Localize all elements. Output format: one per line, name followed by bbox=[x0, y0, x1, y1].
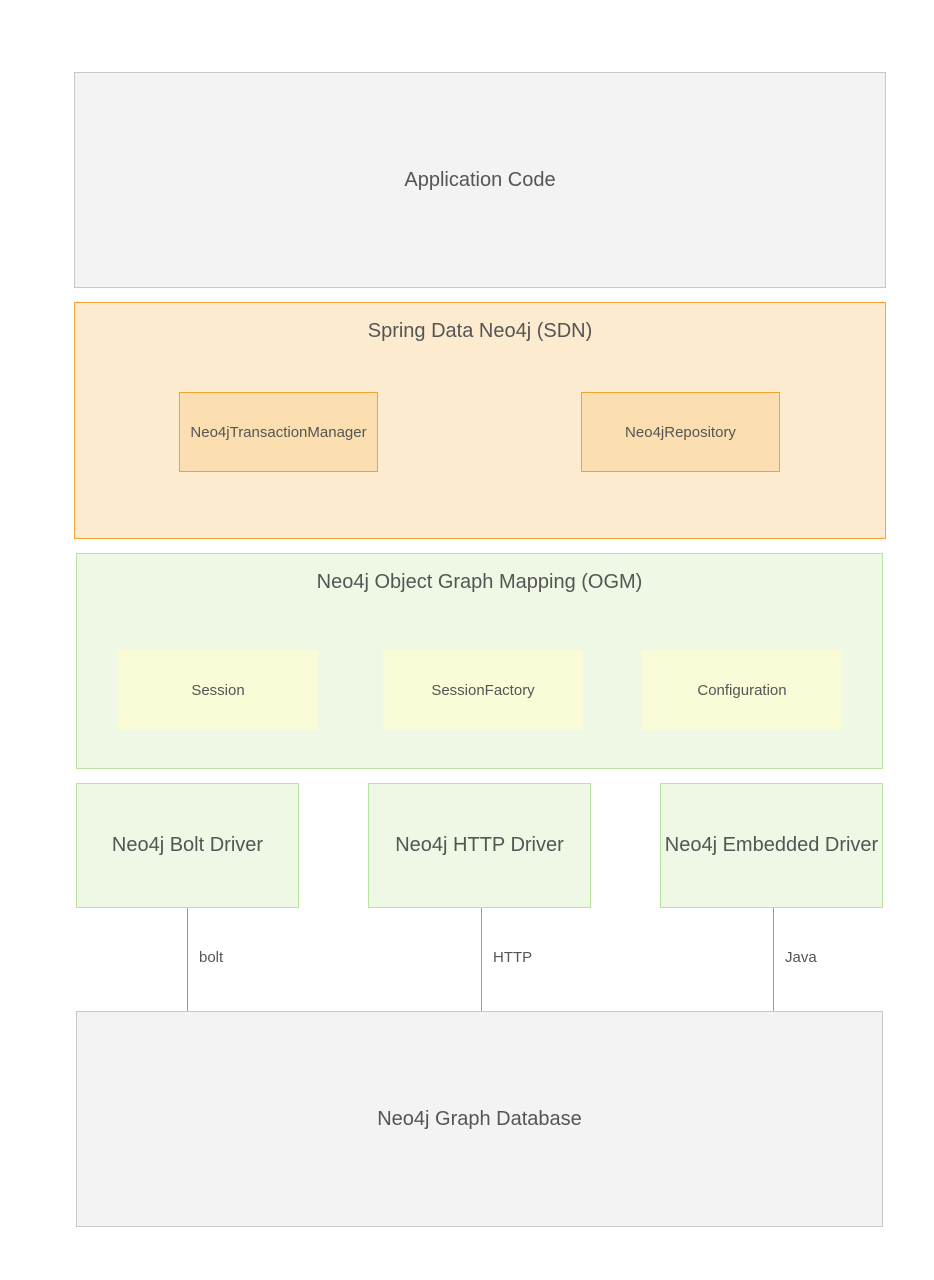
graph-database-layer: Neo4j Graph Database bbox=[76, 1011, 883, 1227]
http-connector-line bbox=[481, 908, 482, 1011]
neo4j-transaction-manager-box: Neo4jTransactionManager bbox=[179, 392, 378, 472]
neo4j-transaction-manager-label: Neo4jTransactionManager bbox=[190, 423, 367, 441]
http-driver-box: Neo4j HTTP Driver bbox=[368, 783, 591, 908]
embedded-driver-box: Neo4j Embedded Driver bbox=[660, 783, 883, 908]
http-driver-label: Neo4j HTTP Driver bbox=[395, 834, 564, 856]
java-connector-line bbox=[773, 908, 774, 1011]
http-protocol-label: HTTP bbox=[493, 949, 533, 966]
ogm-layer: Neo4j Object Graph Mapping (OGM) Session… bbox=[76, 553, 883, 769]
sdn-title: Spring Data Neo4j (SDN) bbox=[367, 320, 593, 342]
configuration-label: Configuration bbox=[697, 681, 787, 699]
session-factory-label: SessionFactory bbox=[431, 681, 535, 699]
neo4j-repository-box: Neo4jRepository bbox=[581, 392, 780, 472]
java-protocol-label: Java bbox=[785, 949, 817, 966]
session-factory-box: SessionFactory bbox=[383, 650, 583, 730]
ogm-title: Neo4j Object Graph Mapping (OGM) bbox=[316, 571, 643, 593]
graph-database-label: Neo4j Graph Database bbox=[377, 1107, 582, 1130]
configuration-box: Configuration bbox=[642, 650, 842, 730]
session-label: Session bbox=[191, 681, 245, 699]
bolt-driver-box: Neo4j Bolt Driver bbox=[76, 783, 299, 908]
neo4j-repository-label: Neo4jRepository bbox=[625, 423, 736, 441]
bolt-protocol-label: bolt bbox=[199, 949, 224, 966]
application-code-label: Application Code bbox=[404, 168, 556, 191]
session-box: Session bbox=[118, 650, 318, 730]
spring-data-neo4j-layer: Spring Data Neo4j (SDN) Neo4jTransaction… bbox=[74, 302, 886, 539]
bolt-connector-line bbox=[187, 908, 188, 1011]
bolt-driver-label: Neo4j Bolt Driver bbox=[111, 834, 264, 856]
embedded-driver-label: Neo4j Embedded Driver bbox=[664, 834, 879, 856]
application-code-layer: Application Code bbox=[74, 72, 886, 288]
